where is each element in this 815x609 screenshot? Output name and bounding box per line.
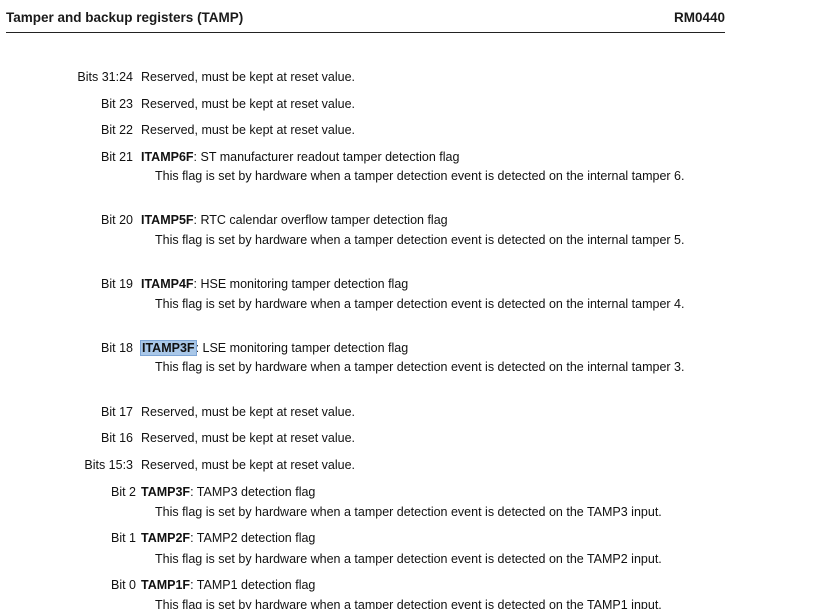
bit-text: Reserved, must be kept at reset value. (141, 123, 355, 137)
bit-text: Reserved, must be kept at reset value. (141, 458, 355, 472)
field-name[interactable]: ITAMP4F (141, 277, 194, 291)
bit-text: Reserved, must be kept at reset value. (141, 97, 355, 111)
field-summary: : TAMP1 detection flag (190, 578, 316, 592)
bit-label: Bit 21 (101, 150, 133, 164)
bit-label: Bit 22 (101, 123, 133, 137)
page-header: Tamper and backup registers (TAMP) RM044… (6, 8, 725, 33)
bit-label: Bits 31:24 (77, 70, 133, 84)
bit-description: This flag is set by hardware when a tamp… (155, 297, 685, 311)
field-summary: : RTC calendar overflow tamper detection… (193, 213, 448, 227)
field-summary: : TAMP3 detection flag (190, 485, 316, 499)
field-summary: : HSE monitoring tamper detection flag (193, 277, 409, 291)
field-name[interactable]: TAMP1F (141, 578, 191, 592)
bit-text: Reserved, must be kept at reset value. (141, 70, 355, 84)
field-summary: : LSE monitoring tamper detection flag (195, 341, 409, 355)
bit-label: Bit 20 (101, 213, 133, 227)
bit-description: This flag is set by hardware when a tamp… (155, 233, 685, 247)
field-name[interactable]: ITAMP5F (141, 213, 194, 227)
section-title: Tamper and backup registers (TAMP) (6, 10, 244, 25)
bit-label: Bit 18 (101, 341, 133, 355)
field-name[interactable]: TAMP2F (141, 531, 191, 545)
bit-text: Reserved, must be kept at reset value. (141, 431, 355, 445)
field-name[interactable]: ITAMP6F (141, 150, 194, 164)
bit-label: Bit 19 (101, 277, 133, 291)
bit-description: This flag is set by hardware when a tamp… (155, 360, 685, 374)
bit-label: Bit 17 (101, 405, 133, 419)
bit-label: Bit 2 (110, 485, 136, 499)
bit-title: TAMP2F: TAMP2 detection flag (141, 530, 315, 547)
bit-title: ITAMP6F: ST manufacturer readout tamper … (141, 149, 459, 166)
bit-description: This flag is set by hardware when a tamp… (155, 552, 662, 566)
field-summary: : ST manufacturer readout tamper detecti… (193, 150, 460, 164)
bit-text: Reserved, must be kept at reset value. (141, 405, 355, 419)
bit-label: Bit 16 (101, 431, 133, 445)
field-name[interactable]: TAMP3F (141, 485, 191, 499)
bit-title: ITAMP3F: LSE monitoring tamper detection… (140, 340, 409, 357)
field-summary: : TAMP2 detection flag (190, 531, 316, 545)
bit-description: This flag is set by hardware when a tamp… (155, 505, 662, 519)
bit-title: TAMP1F: TAMP1 detection flag (141, 577, 315, 594)
bit-label: Bit 0 (110, 578, 136, 592)
bit-title: TAMP3F: TAMP3 detection flag (141, 484, 315, 501)
bit-title: ITAMP4F: HSE monitoring tamper detection… (141, 276, 408, 293)
field-name-selected[interactable]: ITAMP3F (140, 340, 197, 356)
bit-label: Bits 15:3 (84, 458, 133, 472)
bit-label: Bit 23 (101, 97, 133, 111)
document-id: RM0440 (673, 10, 725, 25)
bit-title: ITAMP5F: RTC calendar overflow tamper de… (141, 212, 448, 229)
bit-label: Bit 1 (110, 531, 136, 545)
bit-description: This flag is set by hardware when a tamp… (155, 598, 662, 609)
bit-description: This flag is set by hardware when a tamp… (155, 169, 685, 183)
